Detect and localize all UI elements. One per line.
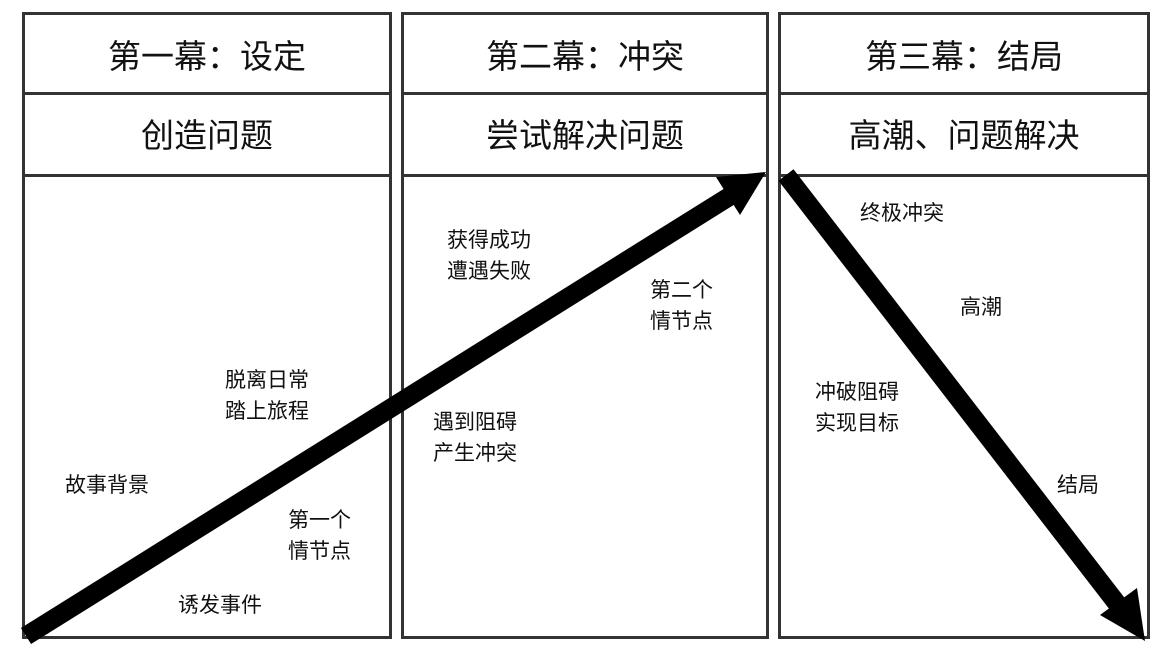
act-one-title: 第一幕：设定 bbox=[25, 15, 389, 95]
label-final-conflict: 终极冲突 bbox=[860, 201, 944, 225]
falling-arrow-shaft bbox=[778, 169, 1130, 616]
act-one-panel: 第一幕：设定 创造问题 bbox=[22, 12, 392, 639]
label-leave-ordinary: 脱离日常踏上旅程 bbox=[225, 365, 309, 427]
label-obstacle-conflict: 遇到阻碍产生冲突 bbox=[433, 407, 517, 469]
label-line: 踏上旅程 bbox=[225, 399, 309, 423]
label-break-through: 冲破阻碍实现目标 bbox=[815, 377, 899, 439]
act-two-title: 第二幕：冲突 bbox=[404, 15, 766, 95]
label-plot-point-one: 第一个情节点 bbox=[288, 505, 351, 567]
label-line: 产生冲突 bbox=[433, 441, 517, 465]
label-line: 第二个 bbox=[650, 278, 713, 302]
act-one-subtitle: 创造问题 bbox=[25, 92, 389, 177]
label-line: 第一个 bbox=[288, 508, 351, 532]
label-line: 情节点 bbox=[288, 539, 351, 563]
label-line: 遇到阻碍 bbox=[433, 410, 517, 434]
label-line: 实现目标 bbox=[815, 411, 899, 435]
label-line: 情节点 bbox=[650, 309, 713, 333]
label-line: 脱离日常 bbox=[225, 368, 309, 392]
label-line: 冲破阻碍 bbox=[815, 380, 899, 404]
act-three-panel: 第三幕：结局 高潮、问题解决 bbox=[778, 12, 1150, 639]
falling-arrowhead bbox=[1100, 588, 1145, 641]
act-two-panel: 第二幕：冲突 尝试解决问题 bbox=[401, 12, 769, 639]
rising-arrowhead bbox=[716, 172, 766, 215]
label-backstory: 故事背景 bbox=[65, 473, 149, 497]
label-ending: 结局 bbox=[1057, 473, 1099, 497]
label-climax: 高潮 bbox=[960, 295, 1002, 319]
label-line: 获得成功 bbox=[447, 228, 531, 252]
label-success-failure: 获得成功遭遇失败 bbox=[447, 225, 531, 287]
act-two-subtitle: 尝试解决问题 bbox=[404, 92, 766, 177]
rising-arrow-shaft bbox=[20, 184, 741, 645]
act-three-subtitle: 高潮、问题解决 bbox=[781, 92, 1147, 177]
act-three-title: 第三幕：结局 bbox=[781, 15, 1147, 95]
label-plot-point-two: 第二个情节点 bbox=[650, 275, 713, 337]
label-line: 遭遇失败 bbox=[447, 259, 531, 283]
label-inciting-incident: 诱发事件 bbox=[178, 593, 262, 617]
